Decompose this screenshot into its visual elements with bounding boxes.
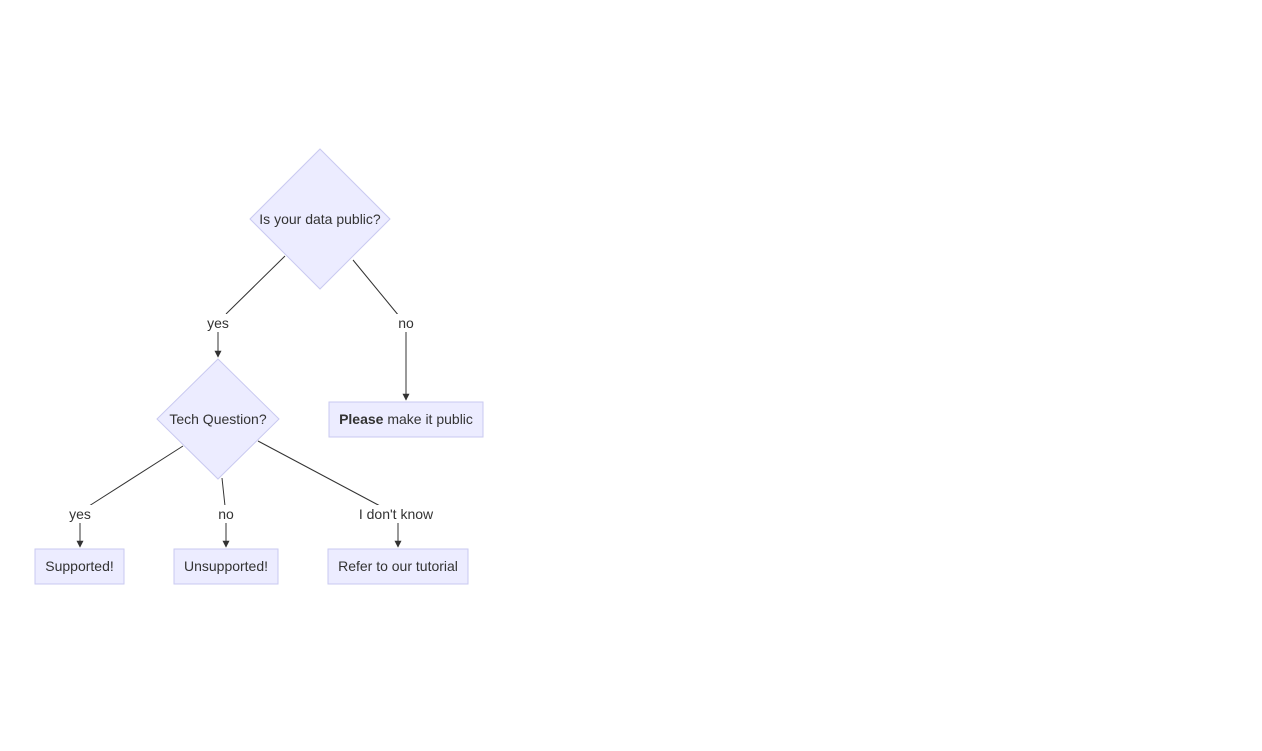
process-box	[327, 548, 469, 585]
node-label-bold: Please	[339, 411, 384, 427]
node-unsupported: Unsupported!	[173, 548, 279, 585]
edge-label-public-yes: yes	[207, 315, 229, 331]
decision-diamond	[249, 148, 391, 290]
edge-label-tech-no: no	[218, 506, 234, 522]
process-box	[34, 548, 125, 585]
process-box	[328, 401, 484, 438]
node-data-public: Is your data public?	[249, 148, 391, 290]
process-box	[173, 548, 279, 585]
edge-labels: yes no yes no I don't know	[65, 314, 437, 523]
node-label-rest: make it public	[383, 411, 472, 427]
edge-public-yes	[218, 255, 286, 357]
node-label: Unsupported!	[184, 558, 268, 574]
node-supported: Supported!	[34, 548, 125, 585]
node-label: Supported!	[45, 558, 114, 574]
node-make-public: Please make it public	[328, 401, 484, 438]
node-label: Tech Question?	[169, 411, 266, 427]
node-tech-question: Tech Question?	[156, 358, 280, 480]
edges	[80, 255, 406, 547]
edge-label-tech-unknown: I don't know	[359, 506, 434, 522]
edge-tech-unknown	[257, 440, 398, 547]
node-label: Is your data public?	[259, 211, 381, 227]
edge-public-no	[352, 259, 406, 400]
edge-label-public-no: no	[398, 315, 414, 331]
node-tutorial: Refer to our tutorial	[327, 548, 469, 585]
edge-label-tech-yes: yes	[69, 506, 91, 522]
edge-tech-no	[222, 477, 226, 547]
node-label: Please make it public	[339, 411, 473, 427]
node-label: Refer to our tutorial	[338, 558, 458, 574]
decision-diamond	[156, 358, 280, 480]
edge-tech-yes	[80, 445, 184, 547]
